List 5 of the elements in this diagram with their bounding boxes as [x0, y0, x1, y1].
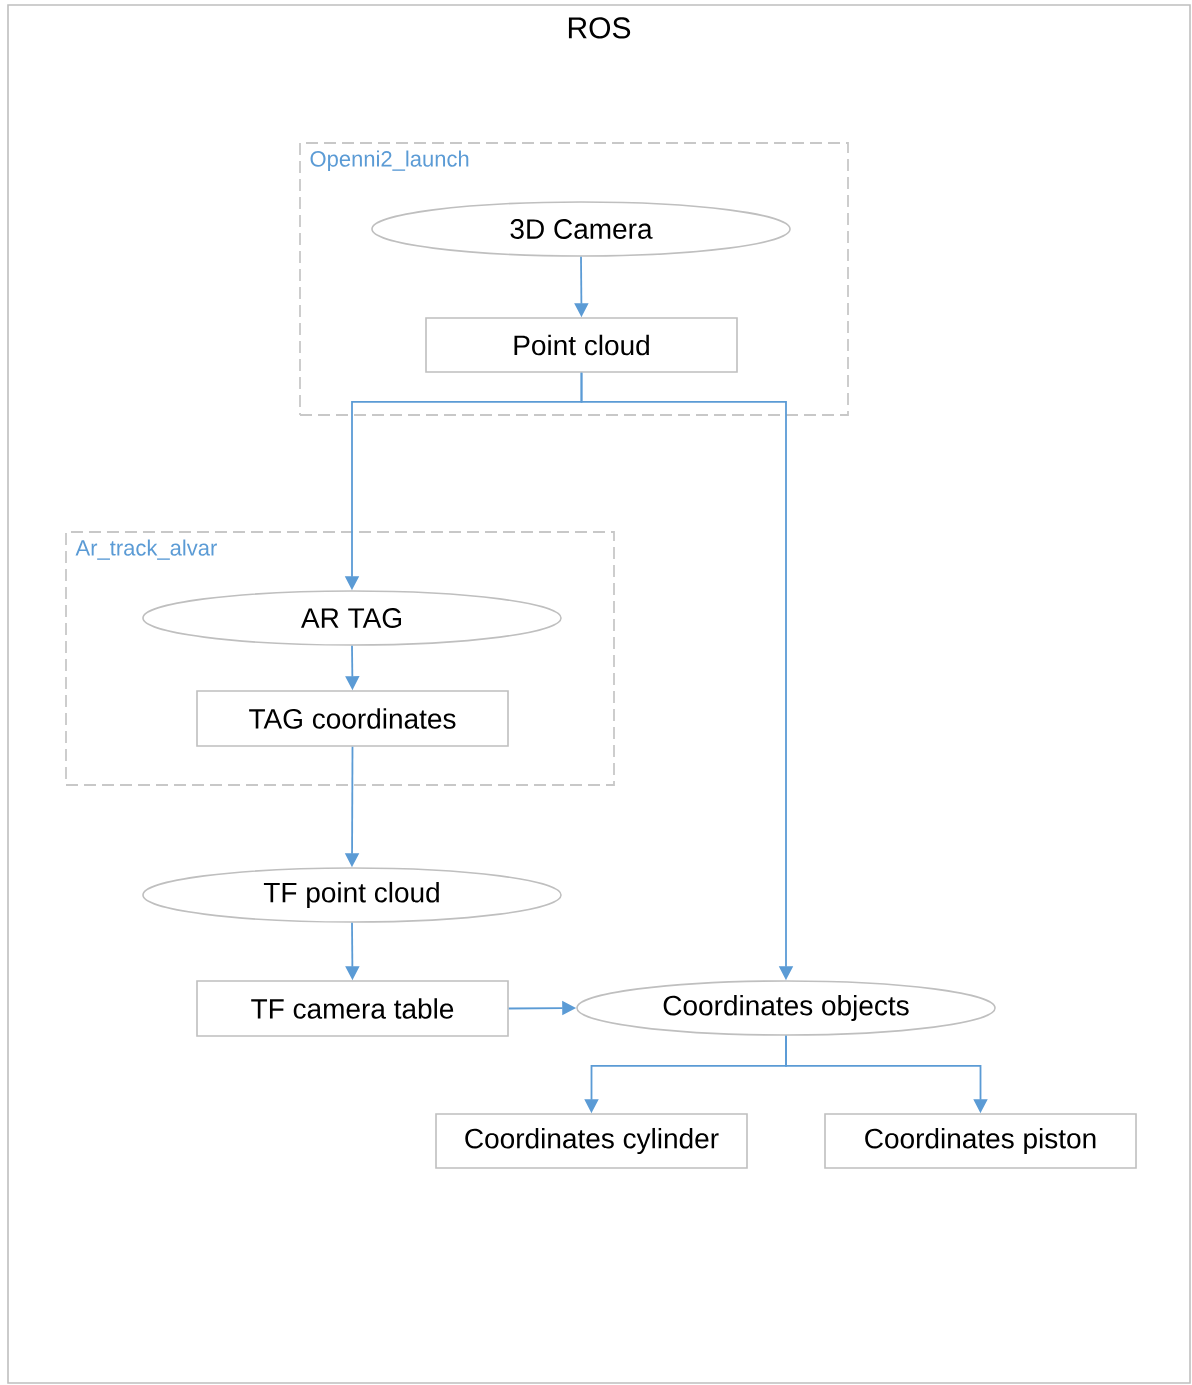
process-box: TF camera table [196, 980, 509, 1037]
process-box: Point cloud [425, 317, 738, 373]
process-box: Coordinates piston [824, 1113, 1137, 1169]
process-box: TAG coordinates [196, 690, 509, 747]
process-box: Coordinates cylinder [435, 1113, 748, 1169]
